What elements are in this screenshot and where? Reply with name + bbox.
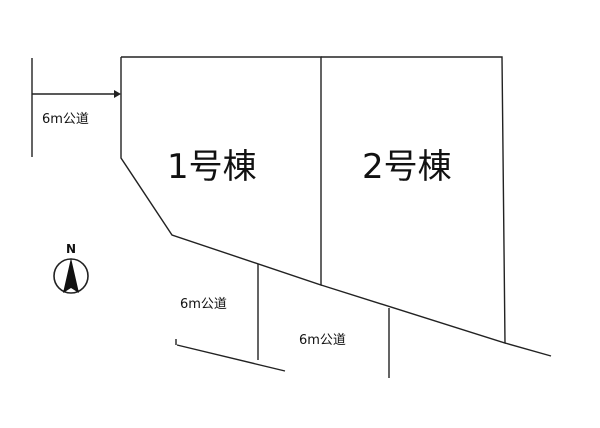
west-road: [31, 58, 121, 157]
lot-1-outline: [120, 56, 322, 286]
southwest-road-label: 6m公道: [180, 297, 227, 312]
south-boundary-extension: [504, 342, 552, 357]
north-compass-icon: [53, 258, 89, 294]
south-road-label: 6m公道: [299, 333, 346, 348]
north-label: N: [66, 242, 76, 256]
southwest-road: [175, 264, 286, 372]
lot-1-label: 1号棟: [167, 147, 257, 187]
lot-2-outline: [320, 56, 506, 344]
west-road-label: 6m公道: [42, 112, 89, 127]
lot-2-label: 2号棟: [362, 147, 452, 187]
